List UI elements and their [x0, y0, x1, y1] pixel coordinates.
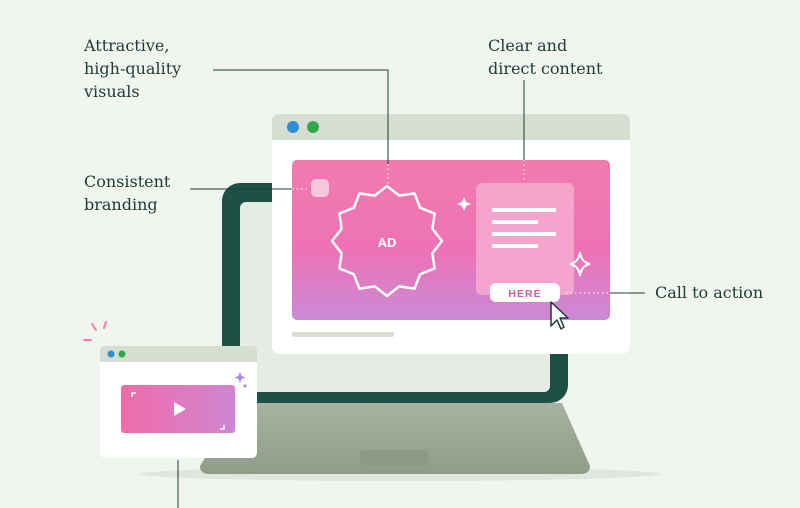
- callout-visuals-line: high-quality: [84, 59, 182, 78]
- ad-badge-label: AD: [378, 235, 397, 250]
- content-line: [492, 208, 556, 212]
- callout-content: Clear and direct content: [488, 34, 602, 80]
- burst-line: [103, 321, 107, 329]
- callout-cta-line: Call to action: [655, 283, 764, 302]
- window-dot-green: [118, 350, 126, 358]
- burst-badge-icon: [330, 184, 444, 298]
- callout-visuals-line: Attractive,: [84, 36, 170, 55]
- cta-button-label: HERE: [508, 288, 541, 300]
- window-dot-blue: [107, 350, 115, 358]
- window-dot-green: [307, 121, 319, 133]
- sparkle-icon: [234, 372, 246, 383]
- play-icon[interactable]: [174, 402, 186, 416]
- content-line: [492, 232, 556, 236]
- content-card: [476, 183, 574, 295]
- main-browser-window: AD HERE: [272, 114, 630, 354]
- callout-branding-line: branding: [84, 195, 158, 214]
- sparkle-outline-icon: [569, 251, 591, 277]
- content-line: [492, 244, 538, 248]
- leader-visuals: [213, 69, 389, 164]
- callout-lines: [177, 69, 645, 508]
- callout-visuals-line: visuals: [84, 82, 140, 101]
- window-dot-blue: [287, 121, 299, 133]
- sparkle-icon: [457, 197, 471, 211]
- cursor-icon: [550, 301, 569, 330]
- callout-cta: Call to action: [655, 281, 763, 304]
- content-line: [492, 220, 538, 224]
- browser-titlebar: [272, 114, 630, 140]
- callout-visuals: Attractive, high-quality visuals: [84, 34, 181, 103]
- callout-content-line: Clear and: [488, 36, 568, 55]
- video-window-titlebar: [100, 346, 257, 362]
- sparkle-dot: [243, 384, 247, 388]
- laptop-trackpad: [360, 450, 428, 466]
- browser-text-line: [292, 332, 394, 337]
- callout-content-line: direct content: [488, 59, 603, 78]
- video-ad-window: [83, 321, 257, 458]
- frame-corner: [220, 425, 225, 430]
- callout-branding-line: Consistent: [84, 172, 171, 191]
- callout-branding: Consistent branding: [84, 170, 170, 216]
- cta-button[interactable]: [490, 283, 560, 302]
- brand-logo-mark: [311, 179, 329, 197]
- laptop-base: [200, 403, 590, 474]
- burst-line: [91, 323, 97, 331]
- frame-corner: [131, 392, 136, 397]
